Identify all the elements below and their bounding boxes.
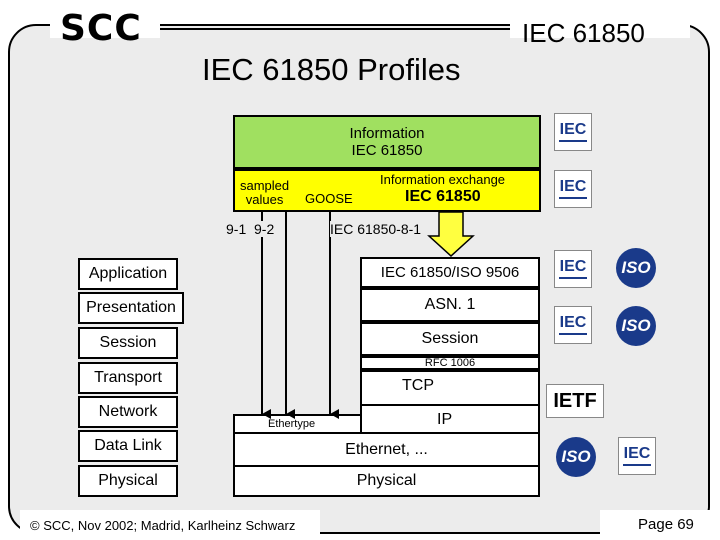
ethertype-label: Ethertype <box>268 418 316 430</box>
goose-label: GOOSE <box>305 191 353 206</box>
iec-logo: IEC <box>554 250 592 288</box>
exchange-big-label: IEC 61850 <box>405 188 481 205</box>
ietf-logo: IETF <box>546 384 604 418</box>
sampled-values-label: sampled values <box>240 179 289 207</box>
osi-network: Network <box>78 396 178 428</box>
application-protocol-box: IEC 61850/ISO 9506 <box>360 257 540 288</box>
physical-protocol-box: Physical <box>233 465 540 497</box>
iso-logo-text: ISO <box>621 258 651 277</box>
iso-logo: ISO <box>616 248 656 288</box>
sampled-line1: sampled <box>240 178 290 193</box>
iec-logo-text: IEC <box>559 178 587 195</box>
iec-logo-text: IEC <box>559 314 587 331</box>
label-9-2: 9-2 <box>254 221 275 237</box>
iec-logo-text: IEC <box>623 445 651 462</box>
ip-label: IP <box>437 411 453 428</box>
osi-physical: Physical <box>78 465 178 497</box>
header-rule <box>160 28 510 30</box>
information-box: Information IEC 61850 <box>233 115 541 169</box>
scc-logo: SCC <box>60 8 142 49</box>
slide-title: IEC 61850 Profiles <box>202 52 461 87</box>
iso-logo-text: ISO <box>621 316 651 335</box>
presentation-protocol-box: ASN. 1 <box>360 288 540 322</box>
information-exchange-box: Information exchange IEC 61850 sampled v… <box>233 169 541 212</box>
iso-logo: ISO <box>616 306 656 346</box>
rfc-box: RFC 1006 <box>360 356 540 370</box>
iec-logo: IEC <box>618 437 656 475</box>
iso-logo-text: ISO <box>561 447 591 466</box>
osi-session: Session <box>78 327 178 359</box>
label-9-1: 9-1 <box>226 221 247 237</box>
iec-logo: IEC <box>554 306 592 344</box>
sampled-line2: values <box>245 192 284 207</box>
osi-data-link: Data Link <box>78 430 178 462</box>
information-line2: IEC 61850 <box>351 142 423 159</box>
session-protocol-box: Session <box>360 322 540 356</box>
iec-logo: IEC <box>554 170 592 208</box>
osi-transport: Transport <box>78 362 178 394</box>
frame-gap <box>600 510 710 540</box>
label-8-1: IEC 61850-8-1 <box>330 221 422 237</box>
iec-logo-text: IEC <box>559 258 587 275</box>
iec-logo: IEC <box>554 113 592 151</box>
frame-gap <box>510 14 690 38</box>
ethernet-box: Ethernet, ... <box>233 432 540 467</box>
osi-presentation: Presentation <box>78 292 184 324</box>
osi-application: Application <box>78 258 178 290</box>
brand-label: IEC 61850 <box>522 18 645 48</box>
iso-logo: ISO <box>556 437 596 477</box>
footer-copyright: © SCC, Nov 2002; Madrid, Karlheinz Schwa… <box>30 518 296 533</box>
exchange-small-label: Information exchange <box>380 172 506 187</box>
information-line1: Information <box>349 125 425 142</box>
frame-gap <box>50 14 160 38</box>
frame-gap <box>20 510 320 540</box>
mms-mapping-arrow <box>427 211 475 258</box>
iec-logo-text: IEC <box>559 121 587 138</box>
footer-page-number: Page 69 <box>638 516 694 533</box>
tcp-label: TCP <box>402 377 434 394</box>
